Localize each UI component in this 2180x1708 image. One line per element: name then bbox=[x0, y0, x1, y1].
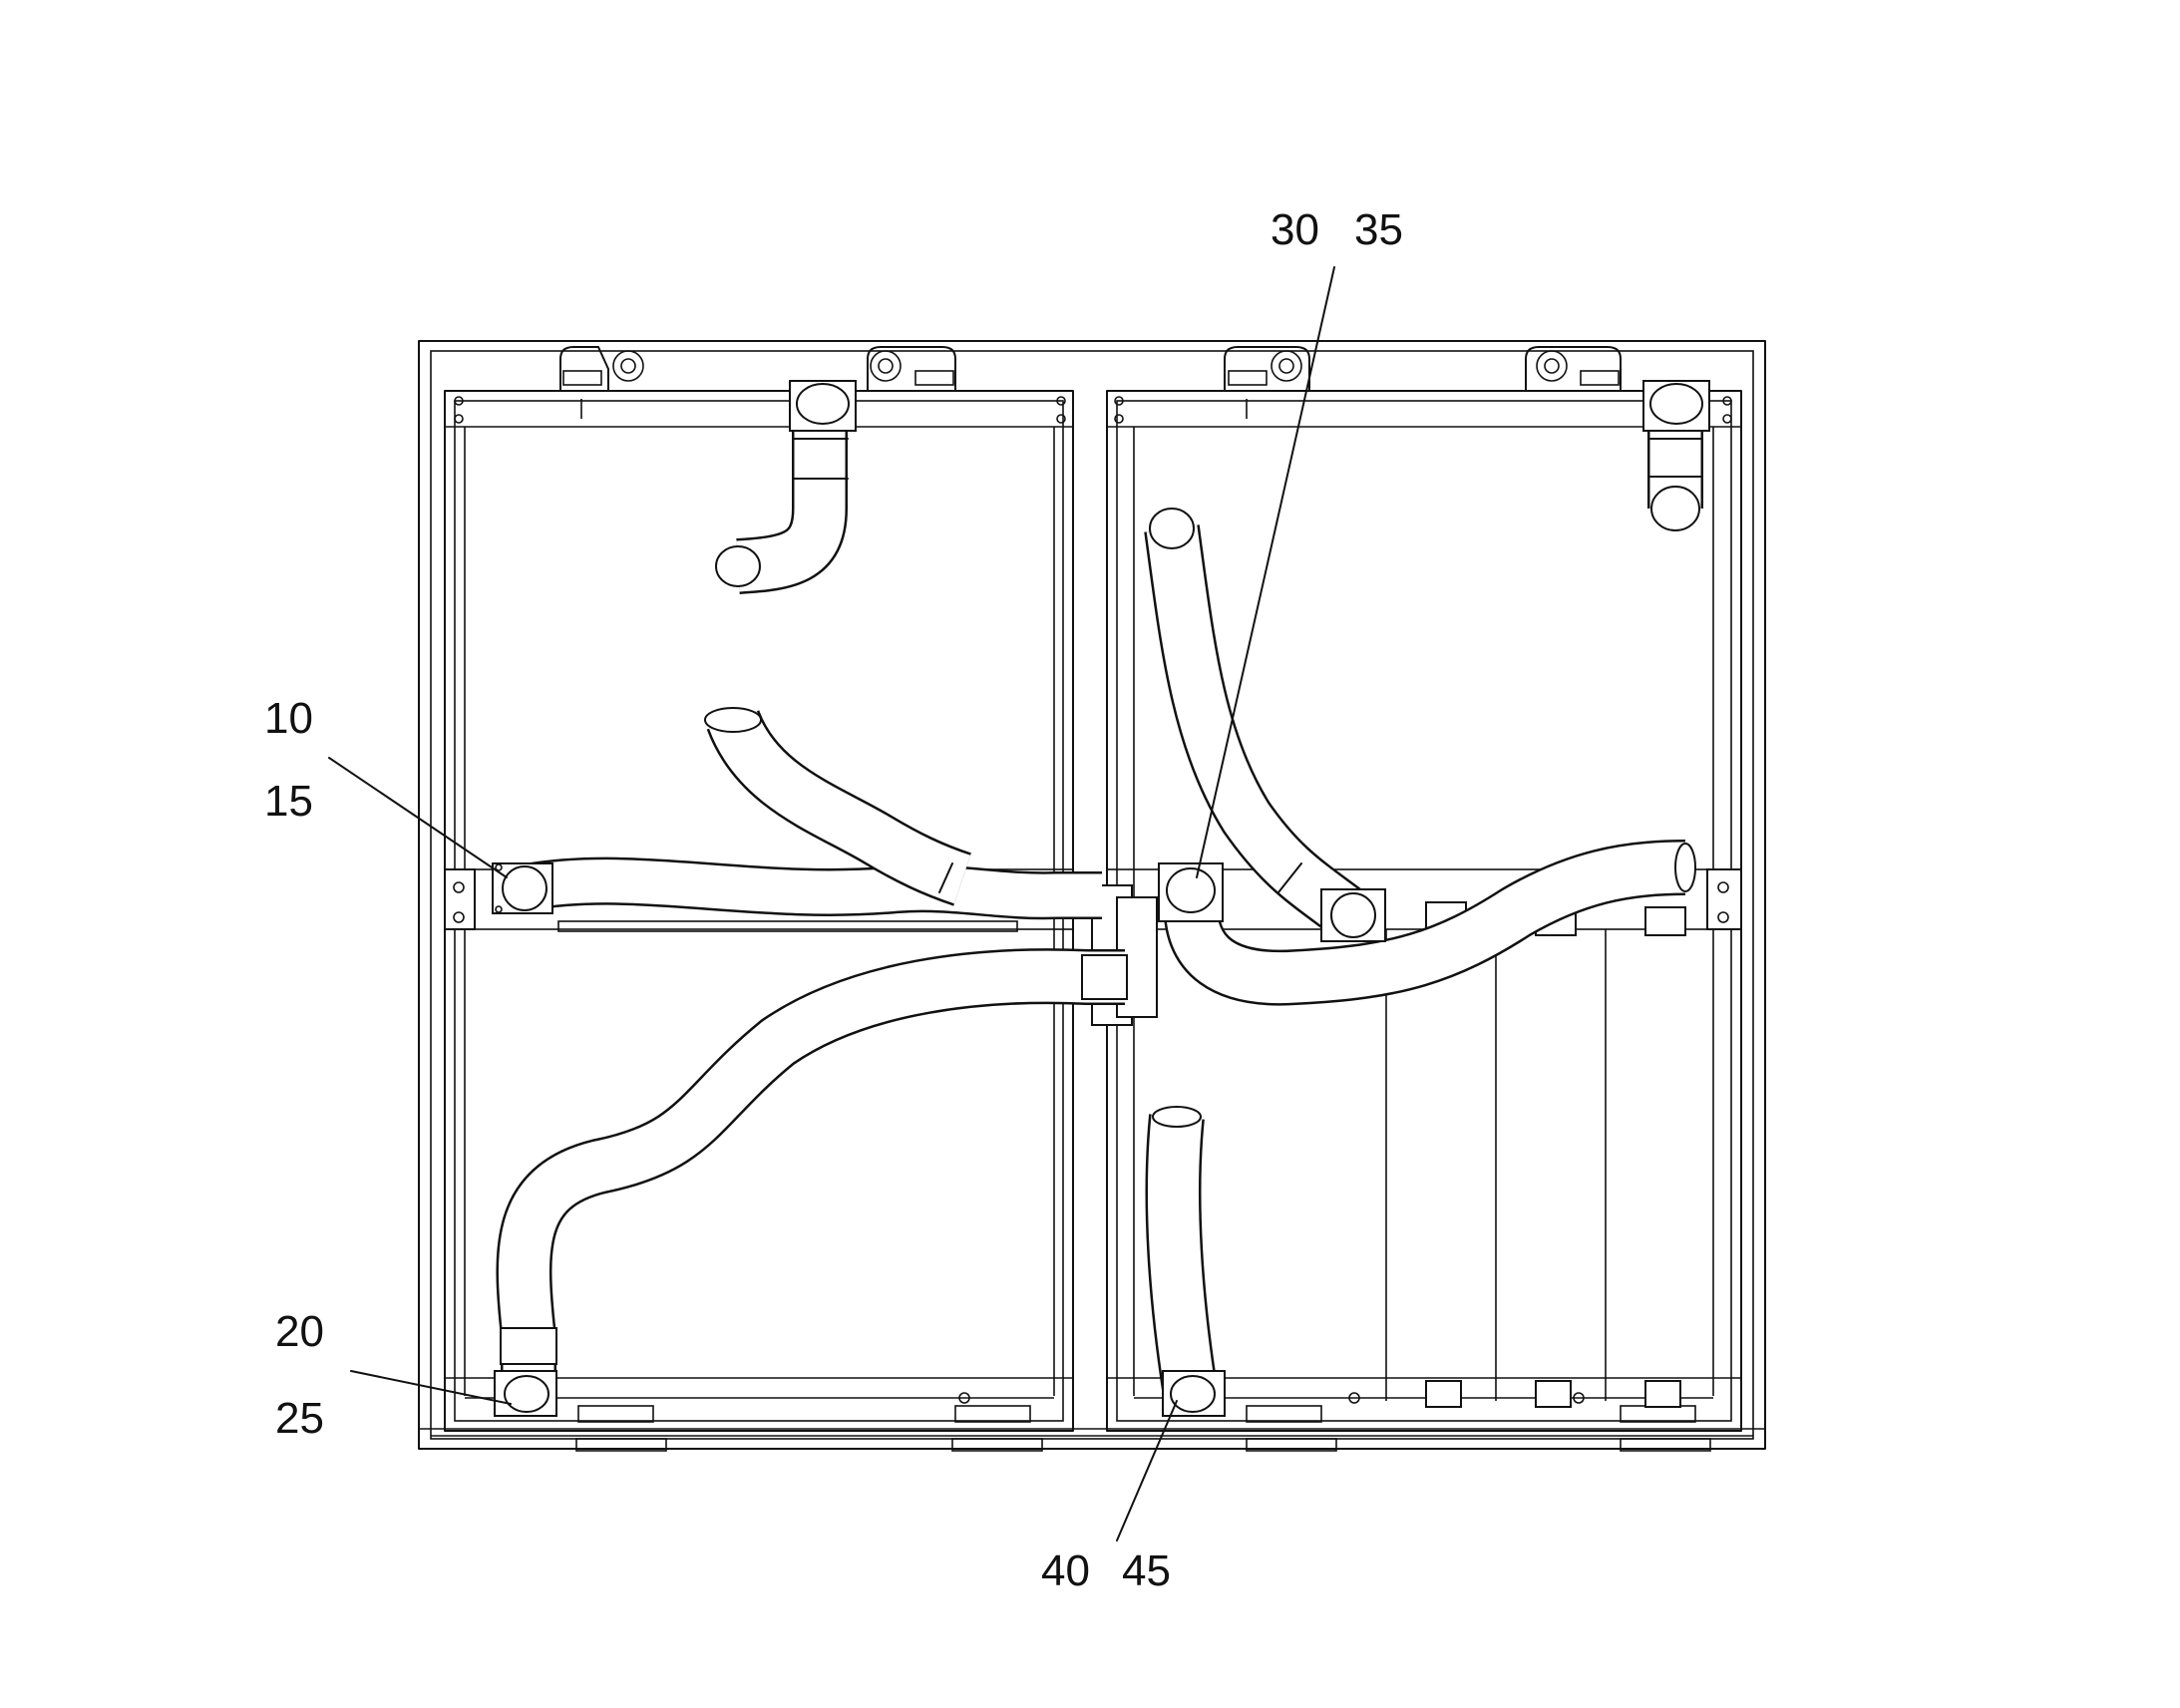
label-45: 45 bbox=[1122, 1546, 1171, 1595]
bottom-hardware bbox=[575, 1380, 1711, 1452]
label-30: 30 bbox=[1271, 205, 1319, 254]
leader-30-35 bbox=[1196, 266, 1335, 878]
coupling-20-25 bbox=[494, 1370, 557, 1417]
leader-40-45 bbox=[1116, 1400, 1178, 1541]
pipe-top-left-j bbox=[715, 404, 849, 594]
coupling-10-15 bbox=[492, 862, 553, 914]
coupling-top-right bbox=[1642, 380, 1710, 432]
coupling-40-45 bbox=[1162, 1370, 1226, 1417]
label-20: 20 bbox=[275, 1307, 324, 1356]
label-40: 40 bbox=[1041, 1546, 1090, 1595]
leader-20-25 bbox=[350, 1370, 512, 1405]
coupling-right-middle bbox=[1320, 888, 1386, 942]
label-15: 15 bbox=[264, 777, 313, 826]
pipe-lower-right-vertical bbox=[1145, 1106, 1220, 1406]
pipe-right-horizontal-s bbox=[1163, 840, 1696, 1006]
coupling-top-left bbox=[789, 380, 857, 432]
leader-lines bbox=[328, 266, 1335, 1541]
leader-10-15 bbox=[328, 757, 508, 878]
reference-numerals: 10 15 20 25 30 35 40 45 bbox=[264, 205, 1403, 1595]
top-hardware bbox=[454, 346, 1732, 424]
pipe-lower-left-s-bend bbox=[496, 948, 1128, 1391]
pipe-upper-left-diagonal bbox=[704, 707, 972, 906]
pipe-upper-left-horizontal bbox=[522, 856, 1102, 920]
coupling-30-35 bbox=[1158, 862, 1224, 922]
pipe-right-descending bbox=[1144, 508, 1363, 935]
label-35: 35 bbox=[1354, 205, 1403, 254]
outer-housing bbox=[418, 340, 1766, 1450]
label-25: 25 bbox=[275, 1394, 324, 1443]
label-10: 10 bbox=[264, 694, 313, 743]
